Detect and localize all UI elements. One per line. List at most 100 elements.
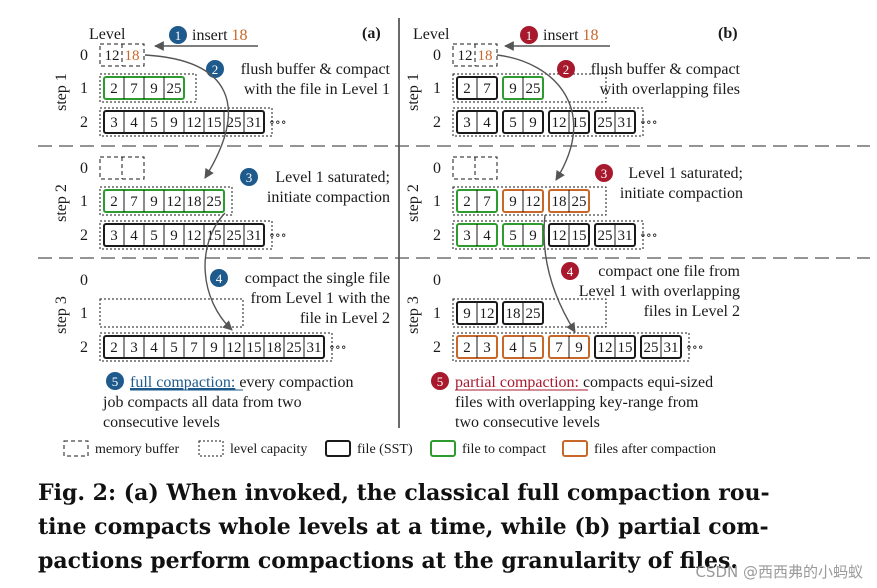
file-key: 9 [575,340,583,356]
step-circle-a-3 [240,168,258,186]
level-header-a: Level [89,26,126,43]
step-circle-a-2-num: 2 [212,62,219,77]
file-key: 25 [598,115,613,131]
file-key: 18 [552,194,567,210]
file-key: 9 [529,228,537,244]
step-circle-b-4-num: 4 [567,264,574,279]
file-key: 25 [598,228,613,244]
file-key: 31 [618,228,633,244]
file-key: 12 [552,115,567,131]
file-key: 9 [509,194,517,210]
level-capacity [99,298,244,328]
file-key: 3 [110,115,118,131]
file-key: 12 [552,228,567,244]
legend-file-to-compact-label: file to compact [462,442,546,457]
legend-file-sst-label: file (SST) [357,442,413,457]
file-key: 9 [150,81,158,97]
step-circle-a-1-num: 1 [175,28,182,43]
ann-b-2-line1: flush buffer & compact [591,61,741,78]
file-key: 5 [529,340,537,356]
file-key: 2 [110,340,118,356]
flow-arrow-b-2 [543,214,576,333]
level-number: 0 [80,272,88,289]
legend-files-after-swatch [562,440,588,457]
level-number: 2 [433,114,441,131]
level-capacity [99,220,273,250]
level-number: 0 [433,47,441,64]
legend-files-after-label: files after compaction [594,442,716,457]
figure-caption: Fig. 2: (a) When invoked, the classical … [38,476,838,578]
file-key: 7 [130,194,138,210]
ann-a-5-line1: full compaction: every compaction [130,374,353,391]
insert-text-b: insert 18 [543,27,599,44]
level-capacity [99,332,333,362]
level-capacity [452,298,607,328]
file-key: 12 [598,340,613,356]
buffer-key: 18 [478,48,493,64]
level-number: 1 [80,80,88,97]
file-key: 4 [150,340,158,356]
file-key: 15 [247,340,262,356]
level-number: 0 [433,160,441,177]
level-capacity [99,73,197,103]
legend-file-to-compact-swatch [430,440,456,457]
level-capacity [99,107,273,137]
file-key: 25 [207,194,222,210]
file-key: 25 [526,306,541,322]
step-circle-b-5-num: 5 [437,374,444,389]
level-number: 0 [433,272,441,289]
file-key: 9 [170,228,178,244]
file-key: 25 [227,228,242,244]
file-key: 3 [110,228,118,244]
file-key: 31 [247,115,262,131]
flow-arrow-a-1 [144,54,230,179]
level-capacity [452,220,644,250]
ann-a-3-line1: Level 1 saturated; [275,169,390,186]
file-key: 5 [150,115,158,131]
file-key: 5 [170,340,178,356]
level-number: 2 [80,114,88,131]
legend-memory-buffer-label: memory buffer [95,442,179,457]
legend-level-capacity-label: level capacity [230,442,307,457]
more-indicator: ∘∘∘ [640,115,658,129]
file-key: 3 [483,340,491,356]
file-key: 12 [187,115,202,131]
step-circle-a-1 [169,26,187,44]
file-key: 7 [130,81,138,97]
file-key: 9 [463,306,471,322]
compaction-diagram: Level Level (a) (b) step 1 step 2 step 3… [38,18,870,457]
file-key: 9 [170,115,178,131]
file-key: 2 [463,194,471,210]
step-circle-a-5 [106,372,124,390]
level-number: 1 [433,80,441,97]
step-circle-a-4-num: 4 [216,271,223,286]
step-label-a-1: step 1 [53,73,70,111]
file-key: 7 [190,340,198,356]
buffer-key: 12 [458,48,473,64]
file-key: 25 [526,81,541,97]
level-capacity [452,186,607,216]
more-indicator: ∘∘∘ [329,340,347,354]
level-number: 1 [80,305,88,322]
caption-line-2: tine compacts whole levels at a time, wh… [38,514,769,540]
buffer-key: 12 [105,48,120,64]
ann-b-4-line3: files in Level 2 [644,303,740,320]
flow-arrow-b-1 [496,54,575,181]
panel-b-tag: (b) [718,25,738,42]
level-number: 1 [433,193,441,210]
step-circle-b-2-num: 2 [563,62,570,77]
step-circle-a-5-num: 5 [112,374,119,389]
file-key: 15 [207,115,222,131]
file-key: 2 [463,340,471,356]
step-circle-a-2 [206,60,224,78]
insert-text-a: insert 18 [192,27,248,44]
file-key: 4 [130,115,138,131]
file-key: 4 [130,228,138,244]
file-key: 4 [509,340,517,356]
file-key: 12 [526,194,541,210]
watermark: CSDN @西西弗的小蚂蚁 [695,563,863,581]
ann-a-4-line2: from Level 1 with the [250,290,390,307]
level-number: 2 [433,227,441,244]
step-circle-b-5 [431,372,449,390]
